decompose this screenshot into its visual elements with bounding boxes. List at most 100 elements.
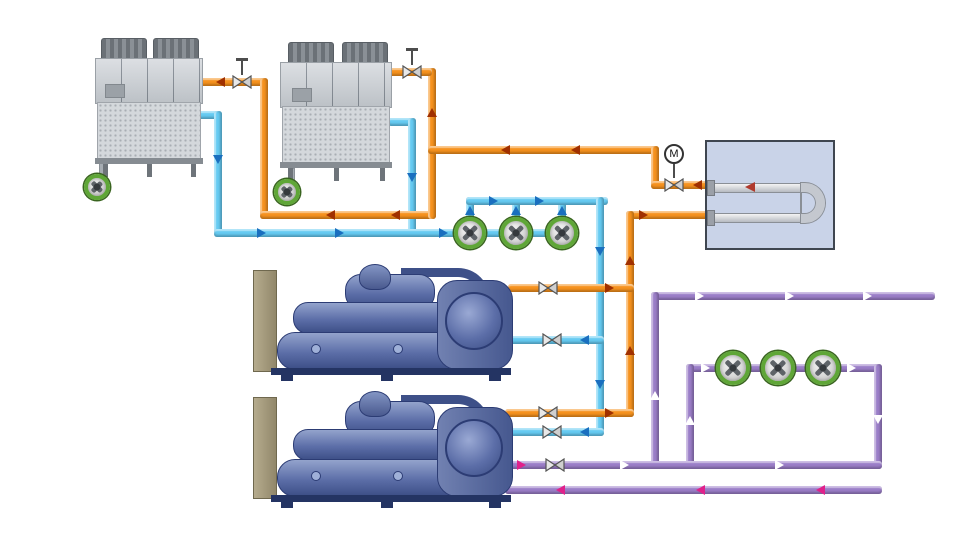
condenser-pump-3[interactable] [546,217,578,249]
flow-arrow [775,460,784,470]
motor-actuator[interactable]: M [664,144,684,164]
tower-leg [288,168,293,181]
valve-chiller1-cold[interactable] [542,332,562,348]
hx-flange [707,210,715,226]
pipe-hot-tower2-riser [428,68,436,219]
chiller-port [311,471,321,481]
valve-stem [241,61,243,75]
pipe-chw-chiller2-return [505,486,882,494]
valve-stem [411,51,413,65]
flow-arrow [580,335,589,345]
valve-stem [673,164,675,178]
pipe-chw-supply-riser [651,292,659,469]
flow-arrow [639,210,648,220]
valve-tower1-inlet[interactable] [232,74,252,90]
flow-arrow [556,485,565,495]
flow-arrow [701,363,710,373]
flow-arrow [685,416,695,425]
tower-leg [380,168,385,181]
flow-arrow [625,346,635,355]
flow-arrow [571,145,580,155]
chiller-2[interactable] [253,391,513,509]
flow-arrow [216,77,225,87]
flow-arrow [847,363,856,373]
flow-arrow [213,155,223,164]
chiller-foot [489,375,501,381]
tower-louver [97,102,201,160]
tower-leg [103,164,108,177]
flow-arrow [465,206,475,215]
valve-chiller1-hot[interactable] [538,280,558,296]
valve-tower2-inlet[interactable] [402,64,422,80]
flow-arrow [427,108,437,117]
condenser-pump-1[interactable] [454,217,486,249]
hx-tube-bottom [711,213,809,223]
flow-arrow [439,228,448,238]
tower-access-panel [292,88,312,102]
chiller-control-cabinet [253,270,277,372]
chiller-endcap [445,419,503,477]
valve-handle [406,48,418,51]
flow-arrow [863,291,872,301]
flow-arrow [557,206,567,215]
flow-arrow [535,196,544,206]
flow-arrow [696,485,705,495]
chilled-water-pump-3[interactable] [806,351,840,385]
tower-leg [191,164,196,177]
flow-arrow [391,210,400,220]
chiller-port [393,344,403,354]
pipe-cold-tower1-drop [214,111,222,237]
flow-arrow [580,427,589,437]
flow-arrow [785,291,794,301]
tower-basin [280,162,392,168]
hx-tube-top [711,183,809,193]
tower-1-pump[interactable] [84,174,110,200]
chiller-port [311,344,321,354]
condenser-pump-2[interactable] [500,217,532,249]
flow-arrow [407,173,417,182]
pipe-hot-tower1-riser [260,78,268,219]
flow-arrow [605,283,614,293]
valve-hx-motorized[interactable] [664,177,684,193]
flow-arrow [335,228,344,238]
hx-flange [707,180,715,196]
flow-arrow [326,210,335,220]
valve-chiller2-chw[interactable] [545,457,565,473]
pipe-chw-chiller2-supply [505,461,882,469]
pipe-cold-suction-header [214,229,566,237]
pipe-hot-hx-riser [651,146,659,189]
flow-arrow [693,180,702,190]
pipe-cold-tower2-stub [388,118,416,126]
chiller-endcap [445,292,503,350]
heat-exchanger[interactable] [705,140,835,250]
chiller-foot [281,502,293,508]
cooling-tower-1[interactable] [95,38,203,178]
chiller-foot [381,502,393,508]
hx-u-bend [801,183,825,223]
flow-arrow [605,408,614,418]
chilled-water-pump-1[interactable] [716,351,750,385]
flow-arrow [695,291,704,301]
pipe-hot-tower-header [260,211,436,219]
chiller-port [393,471,403,481]
tower-fan-icon [342,42,388,64]
chiller-motor [359,391,391,417]
chiller-1[interactable] [253,264,513,382]
flow-arrow [650,391,660,400]
flow-arrow [620,460,629,470]
chiller-foot [489,502,501,508]
valve-chiller2-cold[interactable] [542,424,562,440]
cooling-tower-2[interactable] [280,42,392,182]
tower-leg [334,168,339,181]
chiller-motor [359,264,391,290]
tower-2-pump[interactable] [274,179,300,205]
chilled-water-pump-2[interactable] [761,351,795,385]
flow-arrow [501,145,510,155]
tower-leg [147,164,152,177]
flow-arrow [511,206,521,215]
tower-access-panel [105,84,125,98]
valve-handle [236,58,248,61]
valve-chiller2-hot[interactable] [538,405,558,421]
flow-arrow [595,380,605,389]
pipe-hot-chiller2-branch [505,409,634,417]
